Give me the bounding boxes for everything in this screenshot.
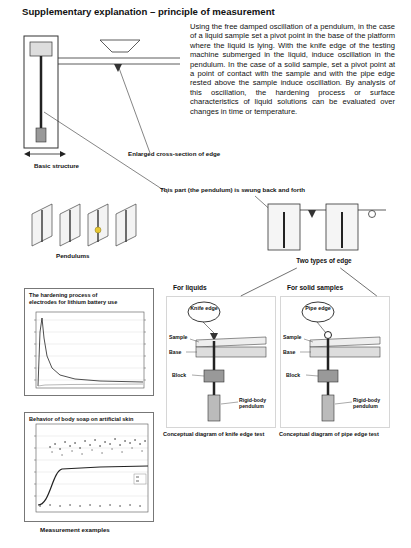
plot-frame bbox=[36, 312, 144, 388]
part-label: Block bbox=[172, 372, 186, 378]
chart-key-box bbox=[134, 474, 146, 484]
figure-caption: Conceptual diagram of pipe edge test bbox=[279, 431, 379, 438]
edge-cross-section bbox=[100, 40, 140, 52]
chart-title: The hardening process of electrodes for … bbox=[29, 292, 125, 305]
data-curve bbox=[38, 318, 143, 386]
scatter-points bbox=[50, 439, 145, 449]
pipe-edge-symbol bbox=[369, 211, 376, 218]
pendulum-rod bbox=[69, 210, 70, 242]
axis-tick bbox=[34, 436, 36, 496]
chart-title: Behavior of body soap on artificial skin bbox=[29, 416, 153, 423]
part-label: Rigid-body pendulum bbox=[353, 397, 389, 409]
figure-caption: Measurement examples bbox=[40, 526, 110, 533]
base-plate bbox=[196, 347, 266, 357]
pendulum-rod bbox=[125, 210, 126, 242]
grid-line bbox=[36, 320, 144, 380]
leader-line bbox=[203, 322, 214, 333]
connector-line bbox=[340, 268, 376, 296]
page-title: Supplementary explanation – principle of… bbox=[22, 6, 275, 17]
swing-arrow-head bbox=[24, 151, 30, 157]
pendulum-bob bbox=[36, 128, 46, 142]
edge-callout-outline bbox=[302, 302, 334, 322]
scatter-points bbox=[52, 448, 142, 455]
figure-group: Two types of edge bbox=[256, 196, 392, 268]
leader-line bbox=[317, 322, 326, 333]
part-label: Block bbox=[286, 372, 300, 378]
description-paragraph: Using the free damped oscillation of a p… bbox=[190, 22, 395, 116]
diagram-panel: For liquidsConceptual diagram of knife e… bbox=[166, 296, 276, 428]
edge-callout: Pipe edge bbox=[301, 301, 335, 323]
part-label: Rigid-body pendulum bbox=[239, 397, 275, 409]
knife-edge-symbol bbox=[114, 64, 122, 72]
chart-key-mark bbox=[136, 477, 139, 481]
panel-heading: For liquids bbox=[173, 284, 207, 292]
rigid-body-pendulum bbox=[322, 395, 334, 421]
block bbox=[204, 370, 224, 382]
base-plate bbox=[310, 347, 380, 357]
rigid-body-pendulum bbox=[208, 395, 220, 421]
figure-caption: Two types of edge bbox=[256, 257, 392, 265]
leader-line bbox=[186, 339, 238, 404]
pendulum-rod bbox=[40, 56, 43, 130]
swing-arrow-head bbox=[60, 151, 66, 157]
block bbox=[318, 370, 338, 382]
swing-arrow-line bbox=[28, 154, 62, 155]
instrument-frame bbox=[24, 36, 58, 148]
scatter-points bbox=[40, 505, 140, 506]
sample-layer bbox=[196, 337, 266, 347]
axis-tick bbox=[34, 320, 146, 380]
chart-panel: Behavior of body soap on artificial skin bbox=[24, 412, 154, 522]
pivot-housing bbox=[30, 42, 52, 56]
edge-callout-outline bbox=[188, 302, 220, 322]
leader-line bbox=[300, 339, 352, 404]
callout-label: Knife edge bbox=[187, 305, 221, 311]
edge-unit-frame bbox=[326, 204, 358, 250]
plot-frame bbox=[36, 424, 148, 512]
pendulum-rod bbox=[341, 212, 343, 248]
leader-line bbox=[119, 68, 150, 153]
edge-callout: Knife edge bbox=[187, 301, 221, 323]
sample-layer bbox=[310, 337, 380, 347]
callout-label: Enlarged cross-section of edge bbox=[128, 150, 220, 157]
pendulum-rod bbox=[283, 212, 285, 248]
pendulum-frame bbox=[116, 204, 136, 246]
data-curve bbox=[38, 466, 148, 505]
edge-unit-frame bbox=[268, 204, 300, 250]
part-label: Sample bbox=[283, 334, 301, 340]
edge-callout-shape bbox=[187, 301, 221, 323]
edge-callout-shape bbox=[301, 301, 335, 323]
pendulum-frame bbox=[32, 204, 52, 246]
edge-beam bbox=[58, 58, 180, 64]
panel-heading: For solid samples bbox=[287, 284, 343, 292]
part-label: Base bbox=[283, 349, 295, 355]
pipe-edge-symbol bbox=[325, 332, 332, 339]
diagram-panel: For solid samplesConceptual diagram of p… bbox=[280, 296, 390, 428]
pendulum-frame bbox=[88, 204, 108, 246]
pendulum-frame bbox=[60, 204, 80, 246]
callout-label: This part (the pendulum) is swung back a… bbox=[160, 186, 305, 193]
connector-line bbox=[241, 268, 297, 296]
pendulum-rod bbox=[41, 210, 42, 242]
callout-label: Pipe edge bbox=[301, 305, 335, 311]
chart-panel: The hardening process of electrodes for … bbox=[24, 288, 154, 396]
pendulum-weight bbox=[95, 227, 101, 233]
data-curve bbox=[38, 384, 143, 386]
pendulum-rod bbox=[97, 210, 98, 242]
part-label: Base bbox=[169, 349, 181, 355]
figure-caption: Basic structure bbox=[34, 162, 79, 169]
figure-caption: Pendulums bbox=[56, 252, 89, 259]
knife-edge-symbol bbox=[308, 210, 316, 218]
figure-caption: Conceptual diagram of knife edge test bbox=[163, 431, 264, 438]
part-label: Sample bbox=[169, 334, 187, 340]
